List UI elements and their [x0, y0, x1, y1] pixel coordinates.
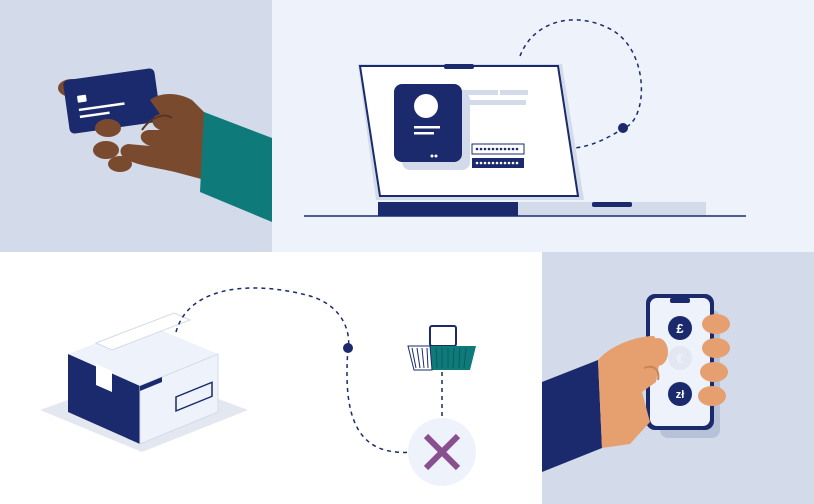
dashed-route-lower	[346, 347, 413, 454]
zloty-coin-icon: zł	[668, 382, 692, 406]
text-line	[462, 90, 498, 95]
hand-dark	[93, 94, 210, 180]
shopping-basket-icon	[407, 325, 476, 371]
sleeve-teal	[200, 112, 272, 222]
sleeve-navy	[542, 360, 602, 472]
cross-icon	[408, 418, 476, 486]
profile-card-icon	[394, 84, 470, 170]
pound-coin-icon: £	[668, 316, 692, 340]
laptop-checkout-illustration	[272, 0, 814, 252]
phone-currency-panel: £ € zł	[542, 252, 814, 504]
euro-coin-icon: €	[668, 346, 692, 370]
dashed-route	[175, 287, 350, 349]
route-node	[343, 343, 353, 353]
text-line	[462, 100, 526, 105]
card-payment-panel	[0, 0, 272, 252]
svg-text:zł: zł	[676, 389, 685, 401]
dashed-route	[519, 19, 642, 129]
credit-card-icon	[63, 68, 161, 134]
card-payment-illustration	[0, 0, 272, 252]
password-field-icon	[471, 143, 525, 168]
parcel-box-icon	[68, 312, 219, 445]
dashed-route-tail	[561, 127, 625, 150]
parcel-route-panel	[0, 252, 542, 504]
route-node	[618, 123, 628, 133]
phone-currency-illustration: £ € zł	[542, 252, 814, 504]
laptop-checkout-panel	[272, 0, 814, 252]
fingers	[698, 314, 730, 406]
parcel-route-illustration	[0, 252, 542, 504]
svg-text:€: €	[676, 351, 683, 366]
svg-text:£: £	[676, 321, 684, 336]
hand-light	[598, 336, 668, 448]
text-line	[500, 90, 528, 95]
